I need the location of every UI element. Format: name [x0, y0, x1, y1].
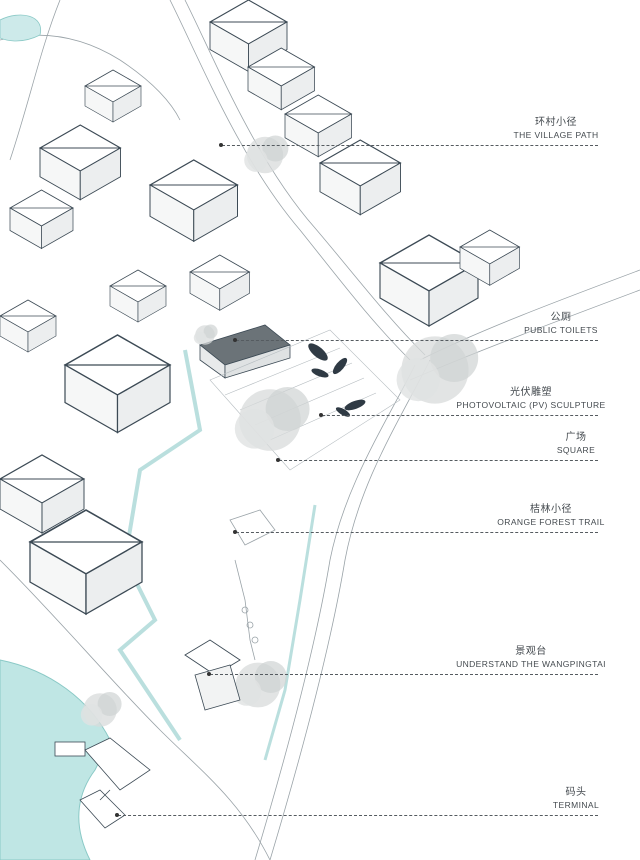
label-pv-sculpture: 光伏雕塑 PHOTOVOLTAIC (PV) SCULPTURE — [446, 387, 616, 410]
orange-forest-trail — [229, 509, 276, 661]
label-terminal-en: TERMINAL — [552, 799, 600, 810]
label-village-path-zh: 环村小径 — [535, 117, 577, 128]
leader-dot-village-path — [219, 143, 223, 147]
leader-terminal — [118, 815, 598, 816]
label-public-toilets-zh: 公厕 — [550, 312, 572, 323]
label-village-path-en: THE VILLAGE PATH — [513, 129, 599, 140]
label-square: 广场 SQUARE — [536, 432, 616, 455]
label-public-toilets: 公厕 PUBLIC TOILETS — [506, 312, 616, 335]
leader-orange-forest-trail — [236, 532, 598, 533]
label-orange-forest-trail-zh: 桔林小径 — [530, 504, 572, 515]
label-village-path: 环村小径 THE VILLAGE PATH — [496, 117, 616, 140]
label-pv-sculpture-zh: 光伏雕塑 — [510, 387, 552, 398]
leader-viewing-platform — [210, 674, 598, 675]
viewing-platform — [184, 639, 241, 711]
leader-pv-sculpture — [322, 415, 598, 416]
label-viewing-platform: 景观台 UNDERSTAND THE WANGPINGTAI — [446, 646, 616, 669]
label-square-en: SQUARE — [556, 444, 596, 455]
label-viewing-platform-zh: 景观台 — [515, 646, 547, 657]
label-pv-sculpture-en: PHOTOVOLTAIC (PV) SCULPTURE — [456, 399, 606, 410]
leader-public-toilets — [236, 340, 598, 341]
leader-dot-orange-forest-trail — [233, 530, 237, 534]
leader-square — [279, 460, 598, 461]
village-houses — [0, 0, 520, 615]
leader-dot-viewing-platform — [207, 672, 211, 676]
pier — [54, 737, 151, 829]
label-orange-forest-trail: 桔林小径 ORANGE FOREST TRAIL — [486, 504, 616, 527]
label-terminal-zh: 码头 — [565, 787, 587, 798]
leader-dot-pv-sculpture — [319, 413, 323, 417]
leader-dot-terminal — [115, 813, 119, 817]
pv-sculpture — [308, 343, 366, 417]
trees — [80, 135, 479, 727]
label-square-zh: 广场 — [565, 432, 587, 443]
label-public-toilets-en: PUBLIC TOILETS — [524, 324, 598, 335]
leader-dot-square — [276, 458, 280, 462]
label-terminal: 码头 TERMINAL — [536, 787, 616, 810]
leader-dot-public-toilets — [233, 338, 237, 342]
label-orange-forest-trail-en: ORANGE FOREST TRAIL — [497, 516, 605, 527]
label-viewing-platform-en: UNDERSTAND THE WANGPINGTAI — [456, 658, 606, 669]
leader-village-path — [222, 145, 598, 146]
